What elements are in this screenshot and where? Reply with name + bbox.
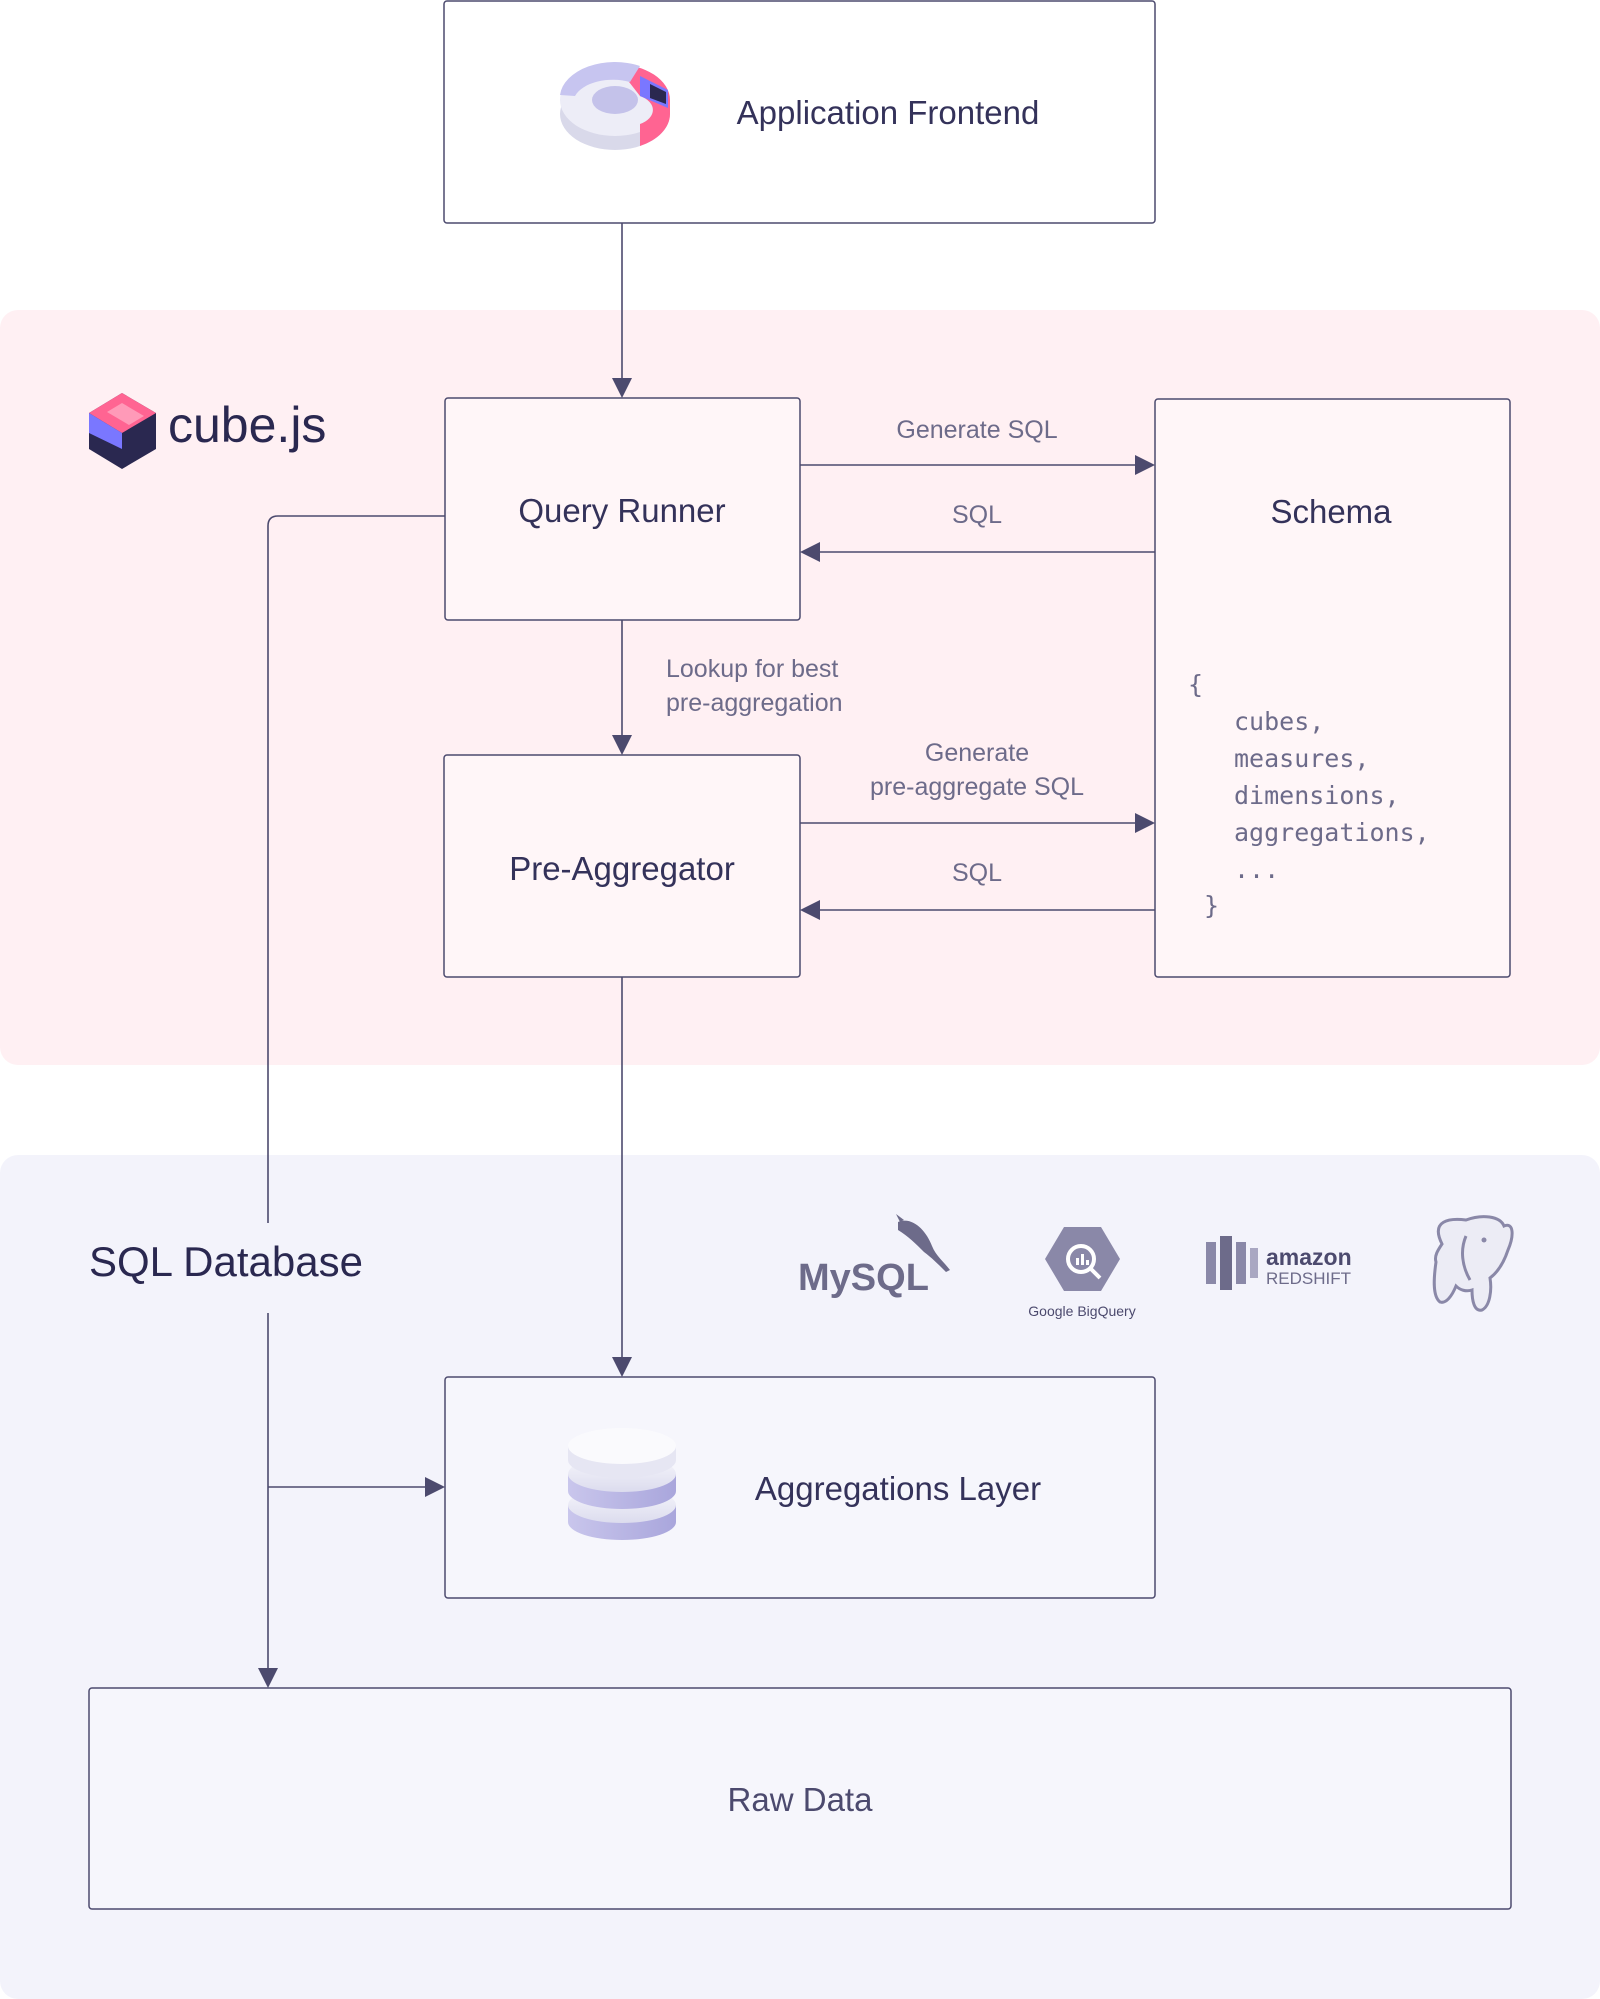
cubejs-logo (89, 393, 156, 469)
schema-code-item: dimensions, (1234, 781, 1400, 810)
bigquery-label: Google BigQuery (1028, 1303, 1135, 1319)
query-runner-title: Query Runner (518, 492, 725, 529)
sql-return-label-1: SQL (952, 501, 1002, 529)
redshift-label-line1: amazon (1266, 1244, 1352, 1270)
mysql-wordmark: MySQL (798, 1257, 929, 1299)
sql-return-label-2: SQL (952, 859, 1002, 887)
schema-title: Schema (1270, 493, 1392, 530)
query-runner-to-raw-data-line (267, 515, 445, 1223)
raw-data-box (88, 1687, 1512, 1910)
schema-box (1154, 398, 1511, 978)
lookup-label-line2: pre-aggregation (666, 689, 843, 717)
mysql-logo: MySQL (798, 1214, 950, 1299)
schema-code-item: ... (1234, 855, 1279, 884)
redshift-logo: amazon REDSHIFT (1206, 1236, 1352, 1290)
schema-code-open: { (1188, 670, 1203, 699)
bigquery-logo: Google BigQuery (1028, 1227, 1136, 1319)
schema-code-item: aggregations, (1234, 818, 1430, 847)
frontend-title: Application Frontend (737, 94, 1040, 131)
pre-aggregator-title: Pre-Aggregator (509, 850, 735, 887)
schema-code-item: measures, (1234, 744, 1369, 773)
postgresql-elephant-icon (1432, 1215, 1514, 1312)
aggregations-layer-title: Aggregations Layer (755, 1470, 1041, 1507)
redshift-label-line2: REDSHIFT (1266, 1269, 1351, 1288)
generate-sql-label: Generate SQL (896, 416, 1057, 444)
schema-code-close: } (1204, 891, 1219, 920)
generate-preagg-label-line1: Generate (925, 739, 1029, 767)
chart-icon (560, 62, 670, 150)
cubejs-logo-text: cube.js (168, 397, 326, 453)
generate-preagg-label-line2: pre-aggregate SQL (870, 773, 1084, 801)
database-icon (568, 1428, 676, 1540)
frontend-box (443, 0, 1156, 224)
lookup-label-line1: Lookup for best (666, 655, 838, 683)
schema-code-item: cubes, (1234, 707, 1324, 736)
raw-data-title: Raw Data (728, 1781, 874, 1818)
sql-database-title: SQL Database (89, 1238, 363, 1285)
